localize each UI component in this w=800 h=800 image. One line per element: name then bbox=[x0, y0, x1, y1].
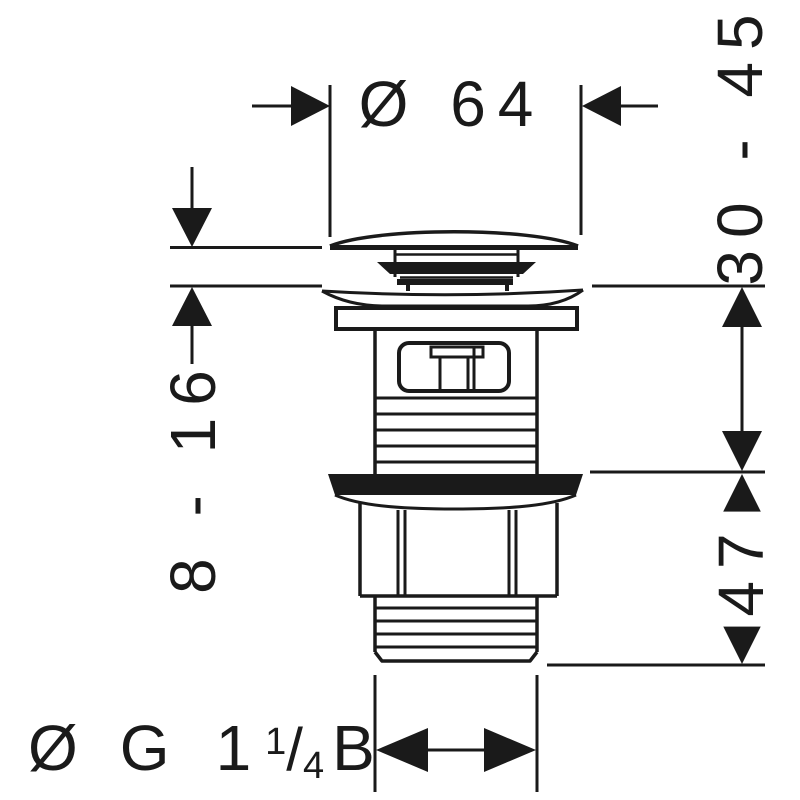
arrowhead-right-icon bbox=[291, 86, 330, 126]
mounting-flange bbox=[334, 306, 579, 331]
cap-stem-mechanism bbox=[377, 250, 536, 291]
valve-body bbox=[373, 329, 539, 474]
dim-label-tail-length: 47 bbox=[705, 511, 777, 627]
arrowhead-down-icon bbox=[722, 624, 762, 664]
fraction-slash: / bbox=[286, 716, 303, 783]
arrowhead-up-icon bbox=[722, 474, 762, 514]
dim-label-cap-diameter: Ø 64 bbox=[358, 68, 546, 140]
arrowhead-up-icon bbox=[722, 287, 762, 327]
arrowhead-left-icon bbox=[582, 86, 621, 126]
backnut bbox=[358, 503, 559, 598]
thread-size-fraction: 1/4 bbox=[265, 716, 324, 786]
arrowhead-up-icon bbox=[172, 287, 212, 326]
rubber-seal-washer bbox=[328, 474, 583, 511]
arrowhead-left-icon bbox=[376, 728, 428, 772]
stem-base-bar bbox=[397, 279, 513, 285]
dim-label-projection: 8 - 16 bbox=[157, 358, 229, 594]
basin-dish-flange bbox=[321, 288, 584, 308]
window-plug bbox=[429, 345, 485, 390]
thread-suffix-letter: B bbox=[332, 712, 375, 784]
valve-cap bbox=[329, 230, 579, 250]
thread-size-label: Ø G 1 1/4 B bbox=[28, 712, 375, 786]
thread-type-letter: G bbox=[119, 712, 170, 784]
threaded-tailpipe bbox=[373, 596, 539, 663]
fraction-denominator: 4 bbox=[302, 745, 325, 787]
diameter-symbol: Ø bbox=[28, 712, 78, 784]
arrowhead-right-icon bbox=[484, 728, 536, 772]
dim-right-upper-range bbox=[722, 287, 762, 471]
stem-seal-band bbox=[377, 262, 536, 274]
dim-bottom-thread-width bbox=[376, 728, 536, 772]
dim-top-cap-diameter bbox=[252, 86, 658, 126]
arrowhead-down-icon bbox=[172, 208, 212, 247]
fraction-numerator: 1 bbox=[265, 721, 287, 763]
arrowhead-down-icon bbox=[722, 431, 762, 471]
extension-lines bbox=[170, 85, 765, 792]
upper-thread-lines bbox=[375, 396, 537, 464]
thread-size-whole: 1 bbox=[215, 712, 252, 784]
overflow-window bbox=[397, 341, 511, 393]
dim-label-install-range: 30 - 45 bbox=[704, 2, 776, 286]
dim-left-projection bbox=[172, 167, 212, 364]
